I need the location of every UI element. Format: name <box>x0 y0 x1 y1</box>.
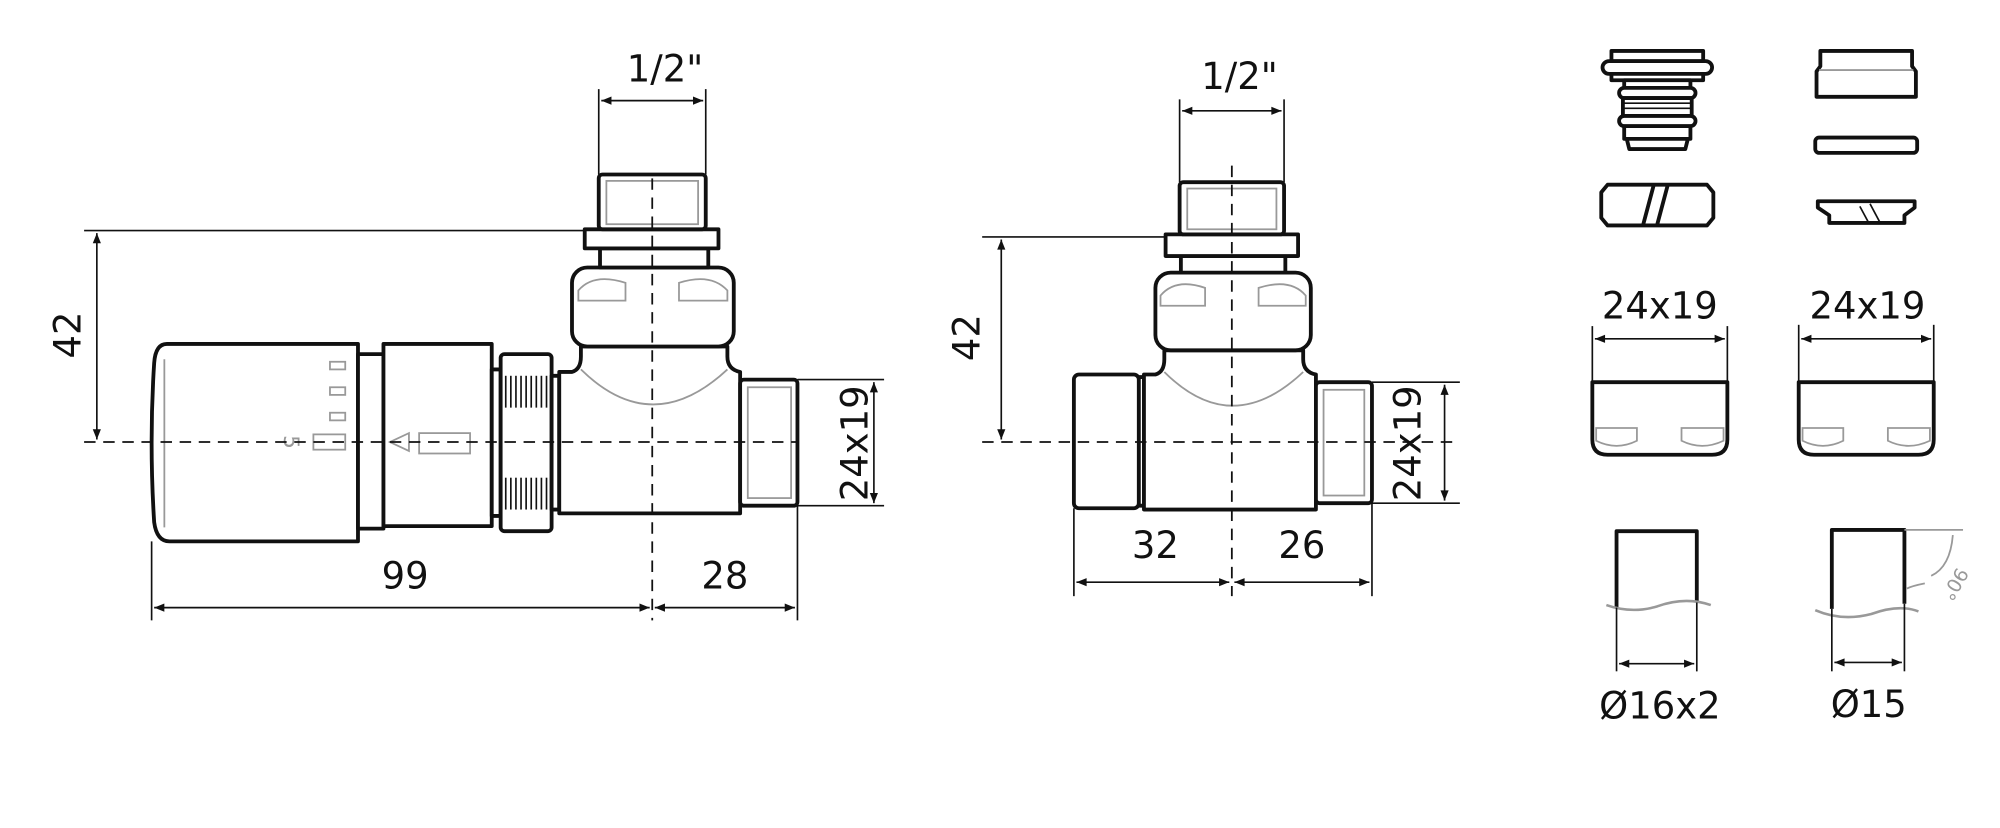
compression-fitting <box>1600 49 1714 151</box>
thread-dimension: 1/2" <box>627 48 703 91</box>
cap-dimension: 24x19 <box>1810 284 1926 327</box>
height-dimension: 42 <box>946 314 989 361</box>
right-length-dimension: 26 <box>1278 524 1325 567</box>
pipe <box>1829 528 1907 609</box>
valve-body <box>557 344 743 516</box>
outlet-dimension: 24x19 <box>834 385 877 501</box>
cap-nut <box>1590 380 1730 457</box>
thermostatic-valve-view: 42 1/2" 24x19 99 28 <box>46 48 885 621</box>
outlet-length-dimension: 28 <box>701 555 748 598</box>
sleeve <box>1814 49 1918 99</box>
angle-label: 90° <box>1936 564 1973 605</box>
pipe-diameter-dimension: Ø16x2 <box>1599 684 1720 727</box>
cap-dimension: 24x19 <box>1602 284 1718 327</box>
cap-nut <box>1796 380 1936 457</box>
washer <box>1813 135 1920 155</box>
thermostat-head <box>149 342 360 544</box>
pipe <box>1614 529 1699 608</box>
valve-body <box>1142 348 1318 512</box>
knurling <box>504 375 548 510</box>
dial-number: 5 <box>278 435 303 449</box>
parts-column-right: 24x19 90° Ø15 <box>1796 49 1973 726</box>
parts-column-left: 24x19 Ø16x2 <box>1590 49 1730 727</box>
straight-valve-view: 42 1/2" 24x19 32 26 <box>946 55 1460 597</box>
height-dimension: 42 <box>46 312 89 359</box>
dial-markings <box>312 360 471 455</box>
cone-seal <box>1815 199 1917 225</box>
outlet-fitting <box>738 377 800 508</box>
outlet-dimension: 24x19 <box>1386 385 1429 501</box>
thread-dimension: 1/2" <box>1201 55 1277 98</box>
olive-ring <box>1599 182 1716 228</box>
pipe-diameter-dimension: Ø15 <box>1831 683 1907 726</box>
length-dimension: 99 <box>382 555 429 598</box>
left-length-dimension: 32 <box>1132 524 1179 567</box>
